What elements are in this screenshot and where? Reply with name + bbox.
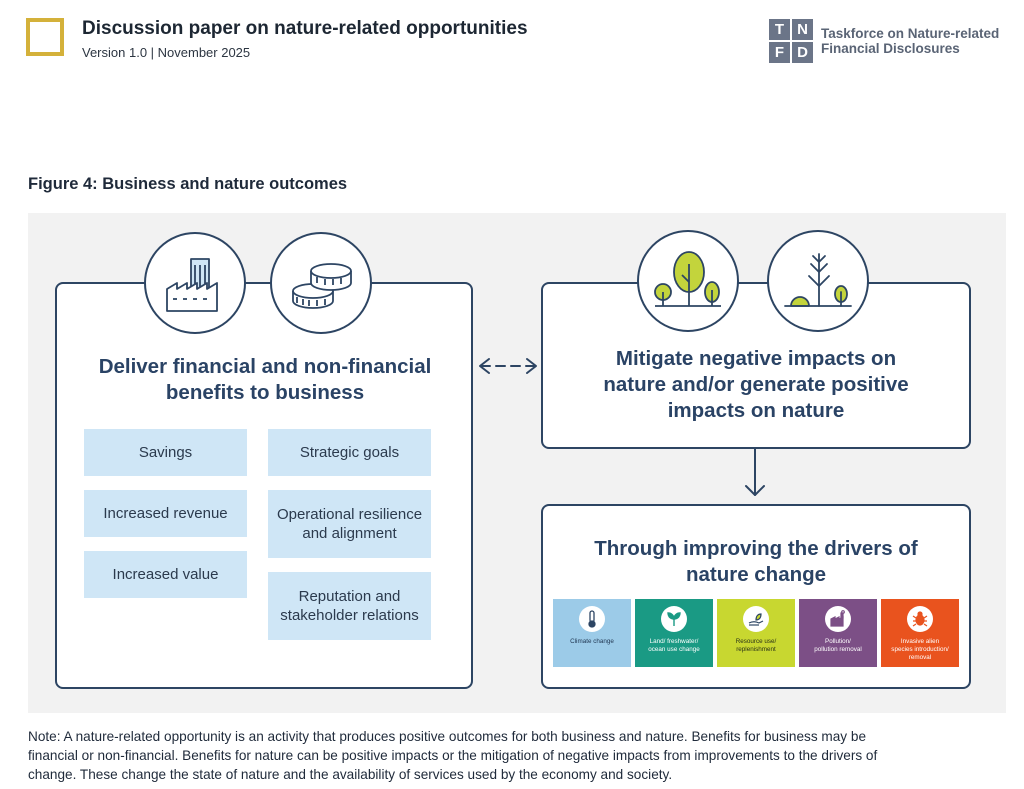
- driver-label-line: Climate change: [570, 638, 614, 645]
- nature-heading-line: Mitigate negative impacts on: [615, 347, 897, 370]
- young-trees-icon: [784, 253, 852, 307]
- document-title: Discussion paper on nature-related oppor…: [82, 18, 528, 39]
- document-logo-square: [26, 18, 64, 56]
- plant-icon: [661, 606, 687, 632]
- driver-label: Pollution/ pollution removal: [811, 638, 865, 654]
- coins-icon: [292, 263, 352, 309]
- driver-label: Climate change: [567, 638, 617, 646]
- driver-resource-use: Resource use/ replenishment: [717, 599, 795, 667]
- driver-label-line: pollution removal: [814, 646, 862, 653]
- business-heading-line: Deliver financial and non-financial: [98, 355, 432, 378]
- driver-label: Invasive alien species introduction/ rem…: [888, 638, 951, 662]
- benefit-label-line: Reputation and: [298, 588, 401, 605]
- note-line: change. These change the state of nature…: [28, 767, 673, 782]
- trees-icon: [654, 251, 721, 307]
- driver-label-line: Resource use/: [735, 638, 777, 645]
- driver-climate-change: Climate change: [553, 599, 631, 667]
- factory-icon-circle: [144, 232, 246, 334]
- nature-impacts-box: [541, 282, 971, 449]
- trees-icon-circle: [637, 230, 739, 332]
- drivers-heading: Through improving the drivers of nature …: [545, 536, 967, 588]
- drivers-heading-line: nature change: [685, 563, 827, 586]
- organisation-name-line: Taskforce on Nature-related: [821, 26, 1000, 41]
- driver-label-line: replenishment: [736, 646, 776, 653]
- tnfd-letter: T: [769, 19, 790, 40]
- nature-heading-line: impacts on nature: [667, 399, 845, 422]
- benefit-operational-resilience: Operational resilience and alignment: [268, 490, 431, 558]
- nature-heading: Mitigate negative impacts on nature and/…: [545, 346, 967, 424]
- document-version: Version 1.0 | November 2025: [82, 45, 251, 60]
- organisation-name-line: Financial Disclosures: [821, 41, 960, 56]
- nature-heading-line: nature and/or generate positive: [603, 373, 909, 396]
- figure-title: Figure 4: Business and nature outcomes: [28, 175, 348, 193]
- benefit-strategic-goals: Strategic goals: [268, 429, 431, 476]
- benefit-reputation: Reputation and stakeholder relations: [268, 572, 431, 640]
- benefit-increased-value: Increased value: [84, 551, 247, 598]
- young-trees-icon-circle: [767, 230, 869, 332]
- tnfd-letter: N: [792, 19, 813, 40]
- note-line: financial or non-financial. Benefits for…: [28, 748, 878, 763]
- tnfd-letter: D: [792, 42, 813, 63]
- driver-label-line: ocean use change: [648, 646, 700, 653]
- benefit-increased-revenue: Increased revenue: [84, 490, 247, 537]
- benefit-label-line: Strategic goals: [299, 444, 400, 461]
- thermometer-icon: [579, 606, 605, 632]
- bug-icon: [907, 606, 933, 632]
- benefit-label-line: Operational resilience: [276, 506, 423, 523]
- figure-note: Note: A nature-related opportunity is an…: [28, 727, 1003, 784]
- drivers-heading-line: Through improving the drivers of: [594, 537, 918, 560]
- coins-icon-circle: [270, 232, 372, 334]
- down-arrow: [745, 448, 765, 496]
- tnfd-letter: F: [769, 42, 790, 63]
- driver-land-use-change: Land/ freshwater/ ocean use change: [635, 599, 713, 667]
- note-line: Note: A nature-related opportunity is an…: [28, 729, 866, 744]
- driver-label-line: species introduction/: [891, 646, 949, 653]
- driver-label-line: Invasive alien: [900, 638, 940, 645]
- hand-leaf-icon: [743, 606, 769, 632]
- tnfd-logo: T N F D: [769, 19, 813, 63]
- bidirectional-arrow: [479, 358, 537, 374]
- benefit-savings: Savings: [84, 429, 247, 476]
- driver-invasive-species: Invasive alien species introduction/ rem…: [881, 599, 959, 667]
- business-heading-line: benefits to business: [165, 381, 365, 404]
- driver-label-line: Land/ freshwater/: [649, 638, 699, 645]
- polluting-factory-icon: [825, 606, 851, 632]
- organisation-name: Taskforce on Nature-related Financial Di…: [821, 26, 999, 56]
- benefit-label-line: and alignment: [302, 525, 397, 542]
- business-heading: Deliver financial and non-financial bene…: [60, 354, 470, 406]
- benefit-label-line: stakeholder relations: [280, 607, 419, 624]
- driver-label: Land/ freshwater/ ocean use change: [645, 638, 702, 654]
- driver-label-line: removal: [908, 654, 932, 661]
- driver-label: Resource use/ replenishment: [733, 638, 780, 654]
- factory-icon: [166, 258, 218, 312]
- driver-label-line: Pollution/: [825, 638, 851, 645]
- driver-pollution: Pollution/ pollution removal: [799, 599, 877, 667]
